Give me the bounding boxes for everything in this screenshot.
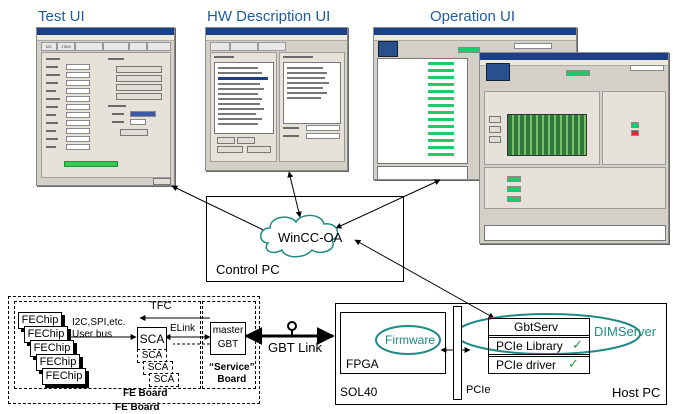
fpga-label: FPGA <box>346 357 379 371</box>
host-pc-label: Host PC <box>612 385 661 400</box>
pcie-library-box <box>488 337 590 355</box>
operation-ui-title: Operation UI <box>430 8 516 25</box>
control-pc-label: Control PC <box>216 262 280 277</box>
fe-chip: FEChip <box>36 354 80 371</box>
hw-description-ui-title: HW Description UI <box>207 8 331 25</box>
check-icon: ✓ <box>572 337 583 352</box>
sca-dashed: SCA <box>149 373 179 387</box>
firmware-label: Firmware <box>385 333 435 347</box>
operation-ui-detail-screenshot <box>479 52 669 244</box>
fe-board-inner-label: FE Board <box>123 388 168 399</box>
fe-board-outer-label: FE Board <box>115 402 160 413</box>
sol40-label: SOL40 <box>340 385 378 399</box>
pcie-driver-box <box>488 356 590 374</box>
service-board <box>202 301 256 389</box>
master-gbt: master GBT <box>210 322 246 355</box>
control-pc-box <box>206 196 404 282</box>
pcie-bus <box>453 306 462 400</box>
fe-board-outer <box>8 296 260 404</box>
gbtserv-box <box>488 318 590 336</box>
check-icon: ✓ <box>568 356 579 371</box>
test-ui-title: Test UI <box>38 8 85 25</box>
service-board-label: “Service” Board <box>209 362 255 385</box>
pcie-library-label: PCIe Library <box>496 339 563 353</box>
sca-main: SCA <box>137 327 167 351</box>
pcie-label: PCIe <box>466 384 491 396</box>
bus-label: I2C,SPI,etc. User bus <box>72 317 126 340</box>
wincc-oa-label: WinCC-OA <box>278 230 343 245</box>
elink-label: ELink <box>170 323 196 334</box>
fe-board-inner <box>14 301 201 389</box>
pcie-driver-label: PCIe driver <box>496 358 557 372</box>
hw-description-ui-screenshot <box>205 27 348 171</box>
dimserver-label: DIMServer <box>594 324 657 339</box>
tfc-label: TFC <box>150 300 172 312</box>
fpga-box <box>340 312 446 374</box>
gbtserv-label: GbtServ <box>514 320 559 334</box>
gbt-link-label: GBT Link <box>268 340 322 355</box>
host-pc-box <box>335 303 667 405</box>
fe-chip: FEChip <box>42 368 86 385</box>
test-ui-screenshot: I2C JTAG <box>36 27 175 186</box>
